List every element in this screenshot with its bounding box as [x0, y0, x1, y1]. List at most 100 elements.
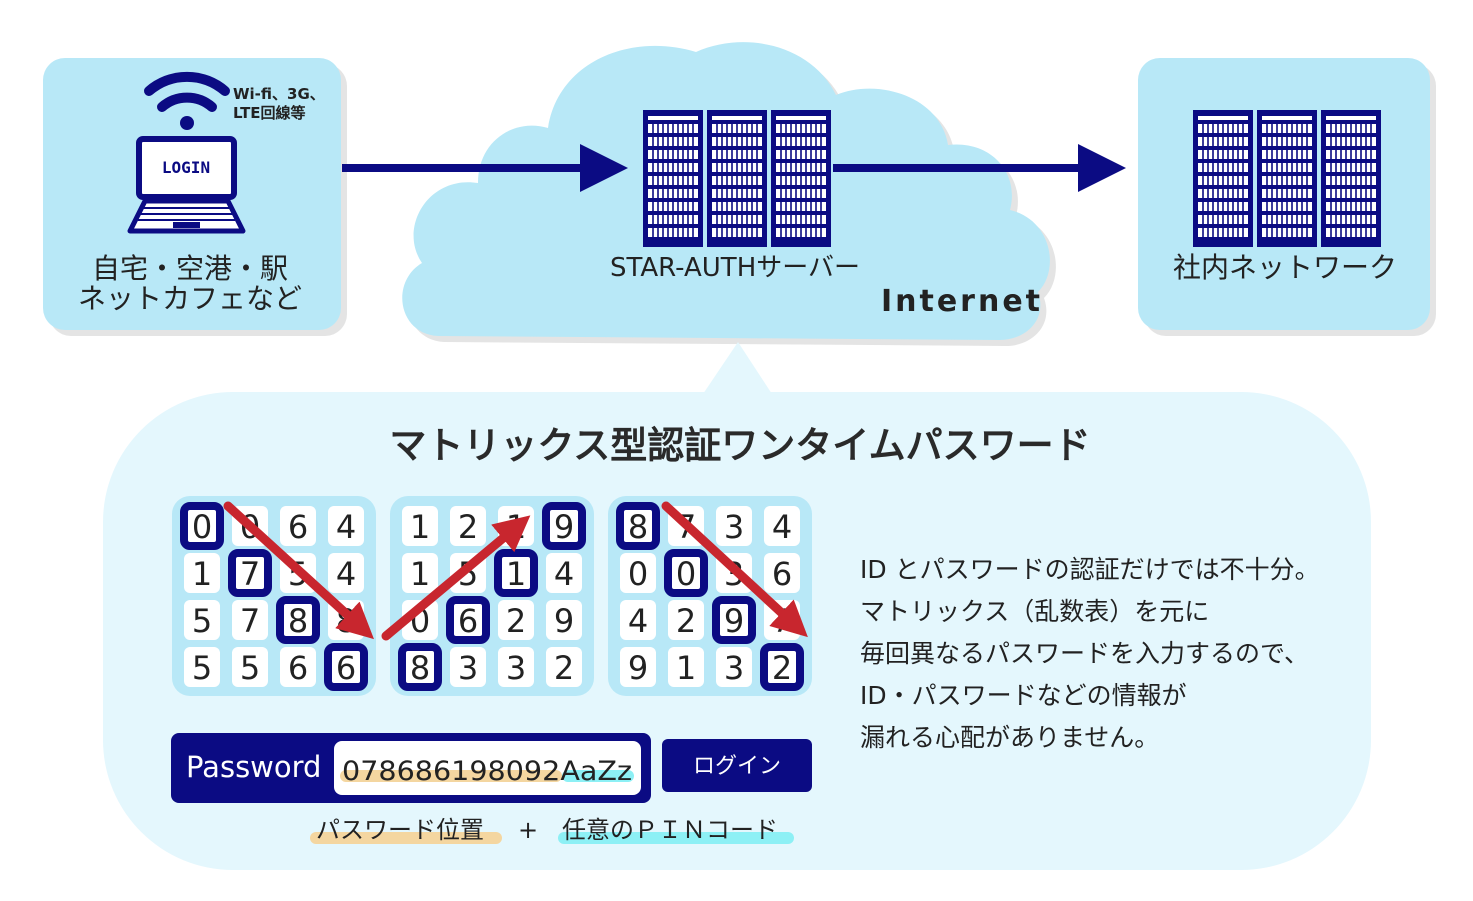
matrix-digit: 6	[288, 508, 308, 546]
internet-cloud: STAR-AUTHサーバー Internet	[402, 42, 1056, 347]
matrix-cell	[184, 647, 220, 687]
password-form: Password 078686198092AaZz ログイン	[171, 733, 812, 803]
matrix-cell	[328, 553, 364, 593]
matrix-cell-selected	[760, 643, 804, 691]
position-arrow-1	[223, 501, 374, 640]
matrix-cell	[232, 647, 268, 687]
legend-position: パスワード位置	[316, 816, 484, 844]
matrix-cell-selected	[542, 502, 586, 550]
client-caption-line2: ネットカフェなど	[78, 282, 302, 315]
pin-code-highlight	[562, 770, 634, 782]
matrix-card-2: 1219151406298332	[390, 496, 594, 696]
matrix-digit: 1	[676, 649, 696, 687]
matrix-digit: 5	[192, 649, 212, 687]
legend-position-swatch	[310, 832, 502, 844]
matrix-cell	[280, 647, 316, 687]
matrix-cell	[764, 553, 800, 593]
corporate-caption: 社内ネットワーク	[1173, 251, 1397, 284]
matrix-digit: 2	[676, 602, 696, 640]
matrix-digit: 2	[458, 508, 478, 546]
wifi-note-line1: Wi-fi、3G、	[233, 85, 325, 103]
matrix-digit: 9	[628, 649, 648, 687]
matrix-cell	[546, 647, 582, 687]
client-panel: Wi-fi、3G、 LTE回線等 LOGIN 自宅・空港・駅 ネットカフェなど	[43, 58, 347, 336]
matrix-digit: 6	[458, 602, 478, 640]
matrix-cell-selected	[228, 549, 272, 597]
matrix-digit: 5	[192, 602, 212, 640]
matrix-cell	[668, 600, 704, 640]
matrix-card-1: 0064175457885566	[172, 496, 376, 696]
wifi-note-line2: LTE回線等	[233, 104, 306, 122]
matrix-digit: 1	[506, 555, 526, 593]
matrix-cell-selected	[664, 549, 708, 597]
laptop-icon: LOGIN	[127, 136, 246, 234]
matrix-cell	[716, 506, 752, 546]
matrix-cell	[232, 600, 268, 640]
matrix-digit: 1	[410, 508, 430, 546]
login-button[interactable]: ログイン	[662, 739, 812, 792]
matrix-cell	[328, 506, 364, 546]
matrix-digit: 1	[410, 555, 430, 593]
matrix-cell	[764, 506, 800, 546]
matrix-digit: 0	[628, 555, 648, 593]
matrix-digit: 0	[192, 508, 212, 546]
laptop-screen-text: LOGIN	[162, 158, 210, 177]
matrix-digit: 4	[772, 508, 792, 546]
matrix-cell	[450, 647, 486, 687]
server-rack-icon	[642, 109, 832, 248]
password-input[interactable]: 078686198092AaZz	[334, 741, 641, 795]
server-rack-icon	[1192, 109, 1382, 248]
matrix-cell	[402, 506, 438, 546]
description: ID とパスワードの認証だけでは不十分。 マトリックス（乱数表）を元に 毎回異な…	[860, 555, 1320, 752]
matrix-cell	[184, 600, 220, 640]
matrix-digit: 9	[554, 508, 574, 546]
matrix-card-3: 8734003642979132	[608, 496, 812, 696]
matrix-cell-selected	[324, 643, 368, 691]
matrix-cell	[620, 647, 656, 687]
corporate-panel: 社内ネットワーク	[1138, 58, 1436, 336]
password-label: Password	[186, 750, 321, 784]
matrix-digit: 9	[724, 602, 744, 640]
matrix-digit: 4	[628, 602, 648, 640]
speech-bubble: マトリックス型認証ワンタイムパスワード 0064175457885566 121…	[103, 342, 1371, 870]
legend-pin: 任意のＰＩＮコード	[562, 816, 778, 844]
matrix-digit: 4	[336, 508, 356, 546]
matrix-cell	[620, 553, 656, 593]
position-arrow-3	[661, 501, 808, 638]
description-line-5: 漏れる心配がありません。	[860, 723, 1159, 752]
matrix-cell	[716, 647, 752, 687]
matrix-cell	[620, 600, 656, 640]
matrix-cell	[450, 506, 486, 546]
legend-plus: +	[518, 816, 538, 844]
login-button-label: ログイン	[693, 754, 781, 779]
matrix-digit: 8	[410, 649, 430, 687]
matrix-digit: 6	[772, 555, 792, 593]
matrix-cell-selected	[712, 596, 756, 644]
matrix-cell-selected	[494, 549, 538, 597]
description-line-4: ID・パスワードなどの情報が	[860, 681, 1187, 710]
matrix-digit: 4	[336, 555, 356, 593]
matrix-digit: 7	[240, 602, 260, 640]
matrix-digit: 6	[288, 649, 308, 687]
matrix-cell	[546, 553, 582, 593]
matrix-digit: 3	[458, 649, 478, 687]
description-line-2: マトリックス（乱数表）を元に	[860, 597, 1209, 626]
internet-label: Internet	[881, 284, 1043, 319]
bubble-title: マトリックス型認証ワンタイムパスワード	[389, 424, 1090, 467]
position-arrow-2	[381, 515, 531, 641]
matrix-digit: 2	[506, 602, 526, 640]
matrix-cell-selected	[180, 502, 224, 550]
matrix-digit: 2	[772, 649, 792, 687]
matrix-cell-selected	[398, 643, 442, 691]
description-line-3: 毎回異なるパスワードを入力するので、	[860, 639, 1309, 668]
matrix-digit: 8	[288, 602, 308, 640]
matrix-digit: 8	[628, 508, 648, 546]
matrix-cell	[402, 553, 438, 593]
matrix-cell	[280, 506, 316, 546]
matrix-digit: 3	[724, 649, 744, 687]
matrix-digit: 3	[506, 649, 526, 687]
matrix-digit: 5	[240, 649, 260, 687]
matrix-cell	[546, 600, 582, 640]
client-caption-line1: 自宅・空港・駅	[92, 252, 288, 285]
